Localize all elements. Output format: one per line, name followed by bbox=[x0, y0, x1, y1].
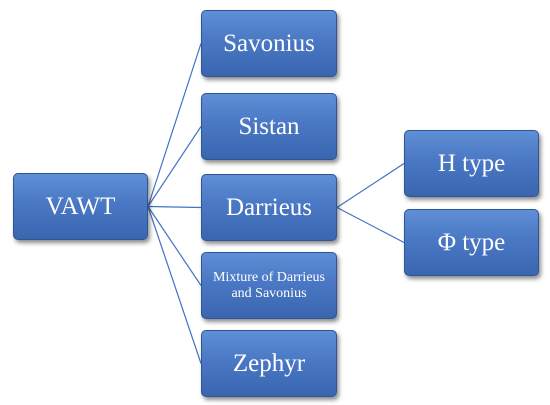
connector-vawt-sistan bbox=[147, 126, 202, 207]
branch-node-mixture: Mixture of Darrieus and Savonius bbox=[201, 252, 337, 319]
subtype-node-phi-type: Φ type bbox=[404, 209, 539, 276]
connector-vawt-mixture bbox=[147, 206, 202, 286]
connector-vawt-savonius bbox=[147, 43, 202, 207]
branch-node-zephyr: Zephyr bbox=[201, 330, 337, 397]
subtype-node-h-type: H type bbox=[404, 130, 539, 197]
branch-node-savonius: Savonius bbox=[201, 10, 337, 77]
branch-node-sistan: Sistan bbox=[201, 93, 337, 160]
root-node-vawt: VAWT bbox=[13, 173, 148, 240]
connector-darrieus-h-type bbox=[336, 162, 405, 209]
connector-darrieus-phi-type bbox=[336, 206, 405, 244]
connector-vawt-zephyr bbox=[147, 206, 202, 364]
connector-vawt-darrieus bbox=[147, 205, 202, 209]
branch-node-darrieus: Darrieus bbox=[201, 174, 337, 241]
